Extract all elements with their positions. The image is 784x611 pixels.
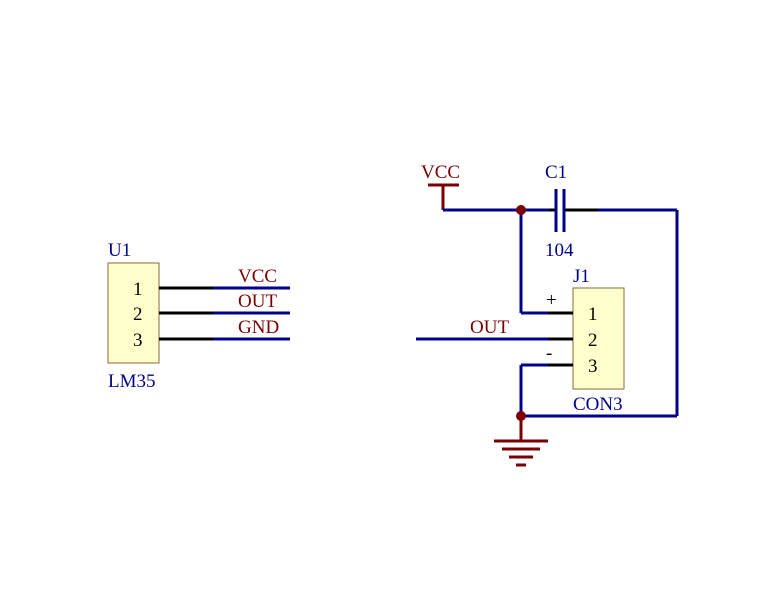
c1-value: 104 — [545, 240, 574, 261]
j1-component: J1 1 2 3 + - CON3 — [546, 266, 625, 415]
c1-designator: C1 — [545, 162, 567, 183]
u1-pin1-number: 1 — [133, 279, 143, 300]
u1-component: U1 1 2 3 VCC OUT GND LM35 — [107, 240, 290, 392]
u1-pin2-number: 2 — [133, 304, 143, 325]
u1-net-vcc: VCC — [238, 266, 277, 287]
junction-top — [516, 205, 526, 215]
u1-designator: U1 — [108, 240, 131, 261]
j1-pin2-number: 2 — [588, 330, 598, 351]
out-net-label: OUT — [470, 317, 509, 338]
u1-pin3-number: 3 — [133, 330, 143, 351]
u1-part-label: LM35 — [108, 371, 156, 392]
j1-pin3-number: 3 — [588, 356, 598, 377]
c1-component: C1 104 — [545, 162, 598, 261]
j1-part-label: CON3 — [573, 394, 623, 415]
j1-body — [572, 287, 625, 390]
j1-designator: J1 — [573, 266, 590, 287]
u1-net-gnd: GND — [238, 317, 279, 338]
j1-pin1-number: 1 — [588, 304, 598, 325]
u1-net-out: OUT — [238, 291, 277, 312]
j1-plus-sign: + — [546, 290, 557, 311]
u1-body — [107, 262, 160, 364]
ground-icon — [494, 416, 548, 467]
vcc-power-port: VCC — [421, 162, 460, 210]
vcc-label: VCC — [421, 162, 460, 183]
j1-minus-sign: - — [546, 343, 552, 364]
right-circuit-wires — [416, 205, 679, 421]
